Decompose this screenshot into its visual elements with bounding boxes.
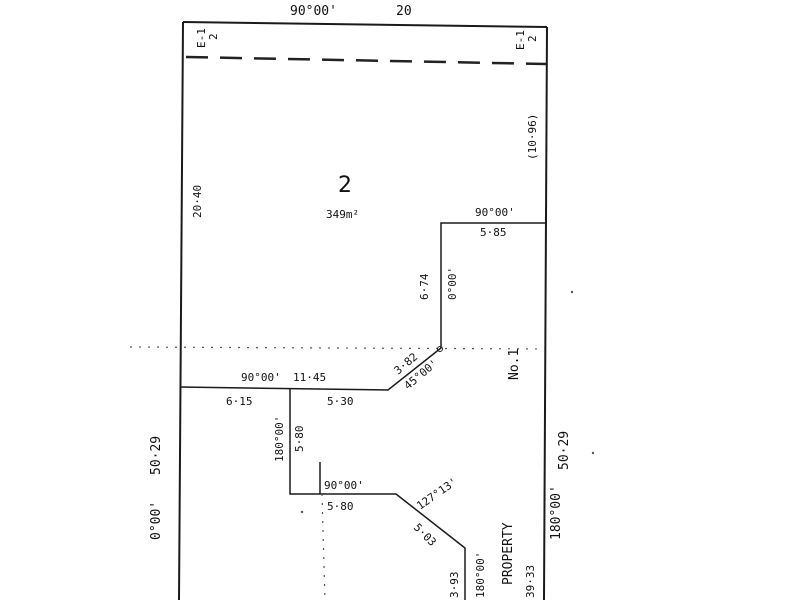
bottom-length-a: 11·45 (293, 371, 326, 384)
left-side-length: 20·40 (191, 185, 204, 218)
easement-left-marker: E-1 2 (195, 28, 220, 48)
top-boundary-line (182, 21, 548, 28)
svg-text:2: 2 (207, 33, 220, 40)
inner-boundary (289, 389, 466, 600)
reference-dotted-line (129, 346, 546, 350)
angle-127: 127°13' (414, 475, 459, 512)
lot-area: 349m² (326, 208, 359, 221)
right-boundary-line (543, 26, 548, 600)
inner-horizontal-bearing: 90°00' (324, 479, 364, 492)
property-label: PROPERTY (501, 522, 516, 585)
inner-vertical-length: 5·80 (293, 426, 306, 453)
right-side-length: (10·96) (526, 114, 539, 160)
reference-dotted-vertical (321, 493, 326, 600)
left-outer-length: 50·29 (149, 436, 164, 475)
top-distance-label: 20 (396, 4, 412, 19)
easement-dashed-line (185, 55, 547, 66)
vertical-bearing: 0°00' (446, 267, 459, 300)
lot-no-mark: No.1 (507, 349, 522, 380)
right-bottom-length: 39·33 (524, 565, 537, 598)
notch-bearing-top: 90°00' (475, 206, 515, 219)
svg-text:2: 2 (526, 35, 539, 42)
left-outer-bearing: 0°00' (149, 501, 164, 540)
right-outer-length: 50·29 (557, 431, 572, 470)
top-bearing-label: 90°00' (290, 4, 337, 19)
easement-right-marker: E-1 2 (514, 30, 539, 50)
bottom-right-bearing: 180°00' (474, 552, 487, 598)
notch-length-top: 5·85 (480, 226, 507, 239)
bottom-right-length: 3·93 (448, 572, 461, 599)
scan-speck (300, 510, 304, 514)
inner-horizontal-length: 5·80 (327, 500, 354, 513)
scan-speck (591, 451, 595, 455)
corner-marker (437, 346, 443, 352)
bottom-seg-2: 5·30 (327, 395, 354, 408)
lot-2-boundary (179, 222, 545, 391)
right-outer-bearing: 180°00' (549, 485, 564, 540)
svg-text:E-1: E-1 (195, 28, 208, 48)
vertical-length: 6·74 (418, 273, 431, 300)
inner-vertical-bearing: 180°00' (273, 416, 286, 462)
scan-speck (570, 290, 574, 294)
bottom-seg-1: 6·15 (226, 395, 253, 408)
lot-number: 2 (338, 173, 352, 198)
left-boundary-line (178, 21, 184, 600)
svg-text:E-1: E-1 (514, 30, 527, 50)
bottom-bearing: 90°00' (241, 371, 281, 384)
